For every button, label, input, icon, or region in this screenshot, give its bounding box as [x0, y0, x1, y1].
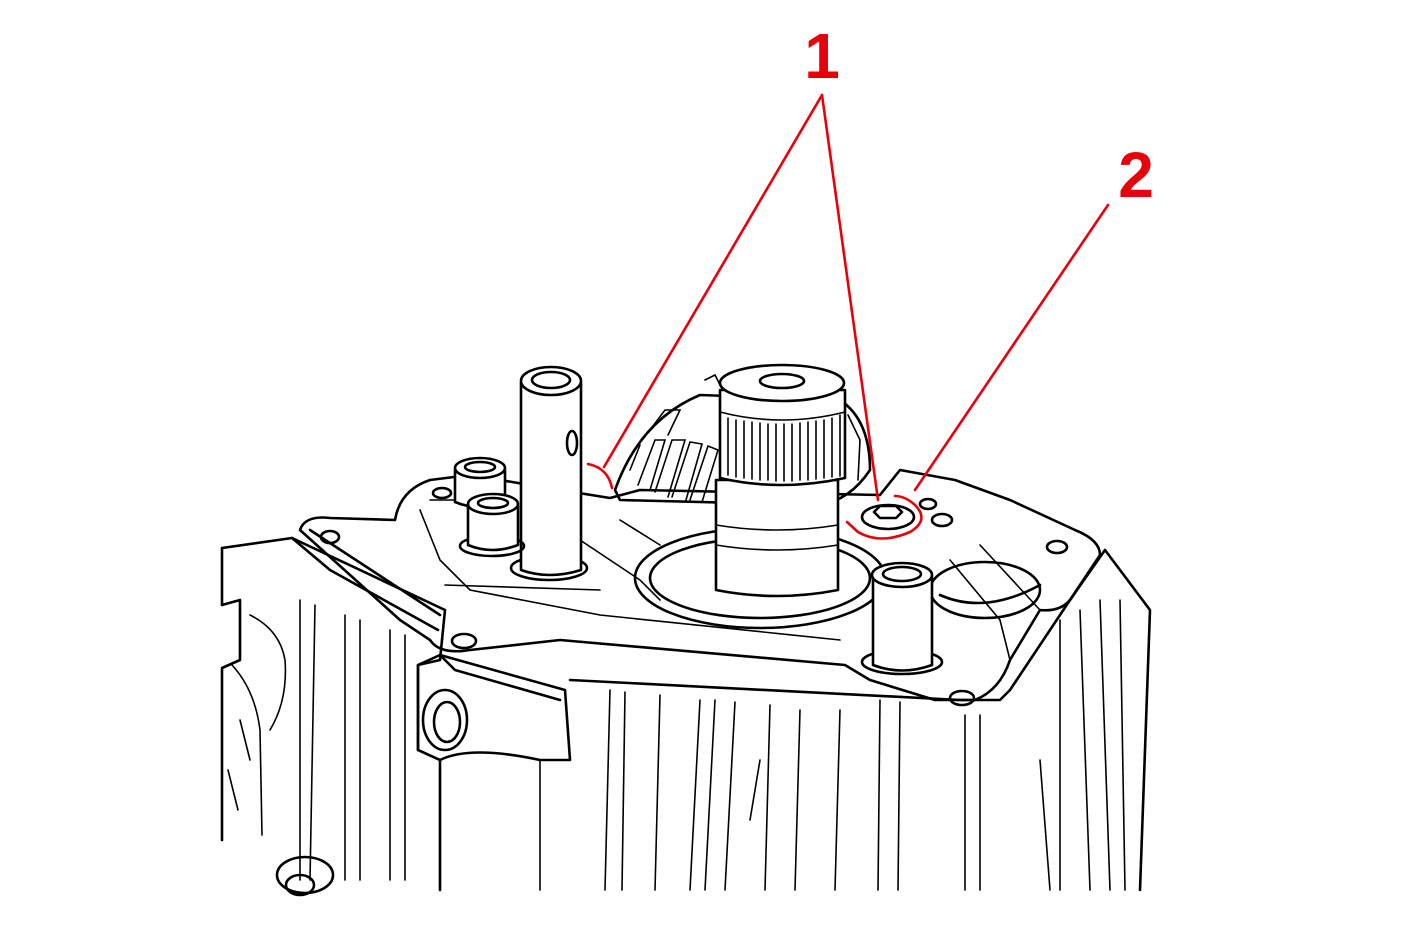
flange-bolt-hole — [930, 512, 954, 528]
callout-2-label: 2 — [1118, 139, 1154, 211]
flange-bolt-hole — [1045, 539, 1069, 555]
flange-bolt-hole — [431, 486, 453, 500]
dowel-bushing-right — [860, 561, 944, 676]
housing-flange — [298, 468, 1102, 707]
input-shaft — [714, 363, 847, 598]
callout-1-label: 1 — [804, 20, 840, 92]
callout-2-leader — [913, 203, 1110, 492]
dowel-bushing-front-left — [458, 492, 526, 558]
hex-plug — [860, 503, 916, 531]
helical-gear — [613, 373, 872, 507]
callout-1-highlight-right — [845, 494, 923, 540]
flange-bolt-hole — [918, 497, 938, 511]
shift-rail-pin — [509, 365, 589, 582]
callout-1-leader-left — [602, 93, 824, 469]
flange-bolt-hole — [450, 632, 478, 650]
callout-1-highlight-left — [586, 462, 614, 490]
flange-bolt-hole — [319, 529, 341, 545]
transmission-housing — [220, 536, 1152, 897]
callout-leaders — [586, 93, 1110, 540]
callout-1-leader-right — [820, 93, 880, 502]
flange-bolt-hole — [948, 689, 976, 707]
